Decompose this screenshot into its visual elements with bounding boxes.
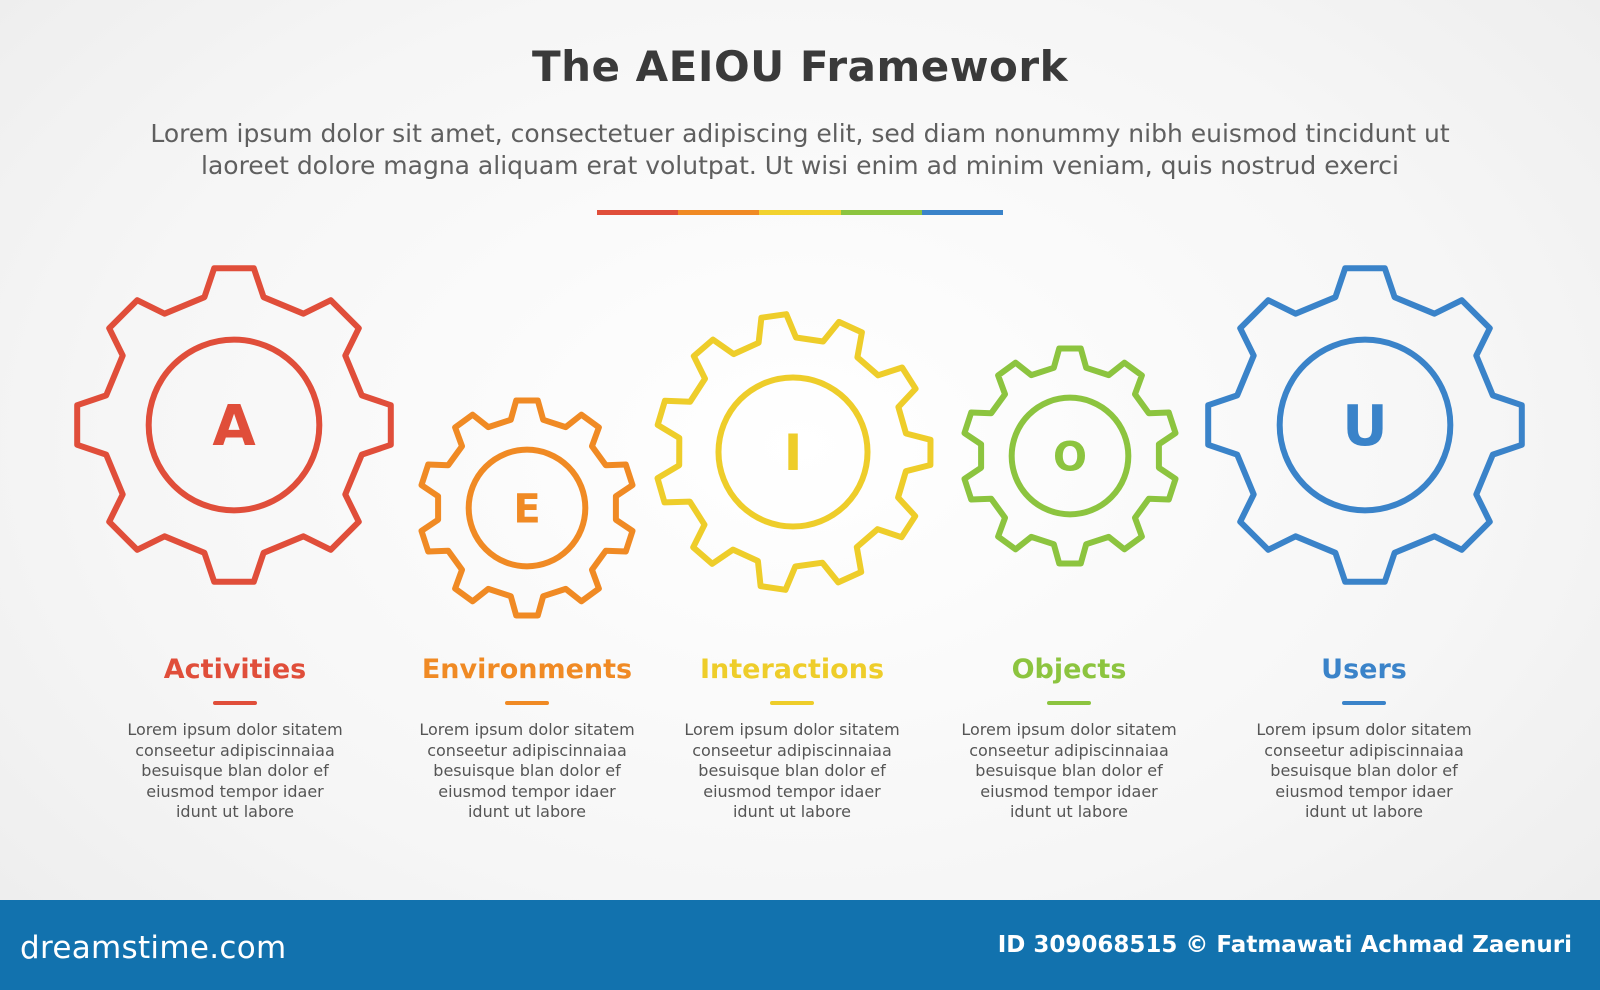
gear-inner-ring xyxy=(1008,394,1132,518)
divider-segment xyxy=(759,210,841,215)
gear-inner-ring xyxy=(465,446,589,570)
description-line: idunt ut labore xyxy=(1009,802,1128,821)
footer-credit: ID 309068515 © Fatmawati Achmad Zaenuri xyxy=(997,932,1572,958)
divider-segment xyxy=(678,210,760,215)
footer-brand[interactable]: dreamstime.com xyxy=(20,930,287,966)
column-label: Environments xyxy=(421,654,633,685)
description-line: conseetur adipiscinnaiaa xyxy=(969,740,1169,760)
rainbow-divider xyxy=(597,210,1004,215)
footer-bar: dreamstime.com ID 309068515 © Fatmawati … xyxy=(0,900,1600,990)
description-line: besuisque blan dolor ef xyxy=(698,761,886,780)
subtitle-line-2: laoreet dolore magna aliquam erat volutp… xyxy=(201,151,1399,180)
description-line: idunt ut labore xyxy=(175,802,294,821)
gear-a: A xyxy=(74,265,394,585)
description-line: besuisque blan dolor ef xyxy=(141,761,329,780)
description-line: idunt ut labore xyxy=(1304,802,1423,821)
gear-inner-ring xyxy=(145,336,323,514)
description-line: Lorem ipsum dolor sitatem xyxy=(1256,720,1472,739)
gear-icon xyxy=(1205,265,1525,585)
gear-inner-ring xyxy=(1276,336,1454,514)
column-underline xyxy=(1047,701,1091,705)
description-line: eiusmod tempor idaer xyxy=(438,781,616,801)
gear-letter: U xyxy=(1342,394,1387,459)
description-line: idunt ut labore xyxy=(732,802,851,821)
description-line: Lorem ipsum dolor sitatem xyxy=(961,720,1177,739)
gear-icon xyxy=(418,397,636,619)
column-underline xyxy=(505,701,549,705)
description-line: besuisque blan dolor ef xyxy=(433,761,621,780)
description-line: idunt ut labore xyxy=(467,802,586,821)
description-line: eiusmod tempor idaer xyxy=(980,781,1158,801)
description-line: eiusmod tempor idaer xyxy=(1275,781,1453,801)
description-line: Lorem ipsum dolor sitatem xyxy=(127,720,343,739)
gear-u: U xyxy=(1205,265,1525,585)
description-line: conseetur adipiscinnaiaa xyxy=(1264,740,1464,760)
description-line: Lorem ipsum dolor sitatem xyxy=(419,720,635,739)
gear-letter: E xyxy=(513,486,540,532)
description-line: eiusmod tempor idaer xyxy=(146,781,324,801)
gear-icon xyxy=(74,265,394,585)
column-label: Interactions xyxy=(699,654,885,685)
gear-icon xyxy=(961,345,1179,567)
page-title: The AEIOU Framework xyxy=(531,42,1069,91)
description-line: Lorem ipsum dolor sitatem xyxy=(684,720,900,739)
gear-i: I xyxy=(654,311,934,593)
column-label: Users xyxy=(1321,654,1407,685)
gears-diagram: A E I O U xyxy=(74,265,1525,619)
gear-letter: O xyxy=(1053,434,1087,480)
page-subtitle: Lorem ipsum dolor sit amet, consectetuer… xyxy=(120,118,1480,182)
gear-inner-ring xyxy=(715,374,871,530)
gear-icon xyxy=(654,311,934,593)
column-label: Activities xyxy=(163,654,307,685)
column-underline xyxy=(770,701,814,705)
column-label: Objects xyxy=(1011,654,1127,685)
gear-letter: I xyxy=(784,424,803,482)
description-line: eiusmod tempor idaer xyxy=(703,781,881,801)
gear-e: E xyxy=(418,397,636,619)
description-line: besuisque blan dolor ef xyxy=(1270,761,1458,780)
divider-segment xyxy=(921,210,1004,215)
description-line: conseetur adipiscinnaiaa xyxy=(427,740,627,760)
subtitle-line-1: Lorem ipsum dolor sit amet, consectetuer… xyxy=(150,119,1450,148)
gear-o: O xyxy=(961,345,1179,567)
divider-segment xyxy=(840,210,922,215)
gear-letter: A xyxy=(212,394,256,459)
description-line: conseetur adipiscinnaiaa xyxy=(135,740,335,760)
column-underline xyxy=(1342,701,1386,705)
description-line: conseetur adipiscinnaiaa xyxy=(692,740,892,760)
divider-segment xyxy=(597,210,679,215)
column-underline xyxy=(213,701,257,705)
description-line: besuisque blan dolor ef xyxy=(975,761,1163,780)
